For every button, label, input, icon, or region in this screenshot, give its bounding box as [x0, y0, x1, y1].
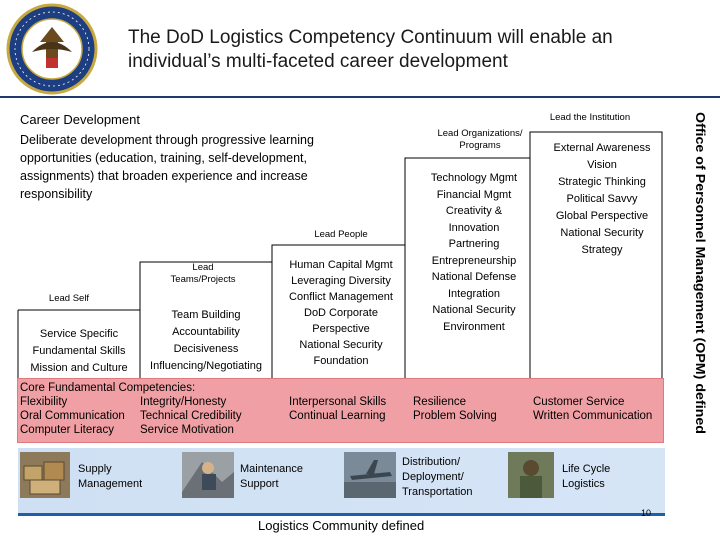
- column-lead-teams: Team Building Accountability Decisivenes…: [140, 307, 272, 375]
- body-line: opportunities (education, training, self…: [20, 151, 307, 165]
- core-item: Problem Solving: [413, 410, 497, 422]
- career-development-body: Deliberate development through progressi…: [20, 131, 370, 203]
- aircraft-photo-icon: [344, 452, 396, 498]
- label-line: Logistics: [562, 478, 605, 490]
- dod-seal-icon: [6, 3, 98, 95]
- body-line: Deliberate development through progressi…: [20, 133, 314, 147]
- core-item: Computer Literacy: [20, 424, 114, 436]
- level-lead-self: Lead Self: [48, 293, 90, 304]
- column-service-specific: Service Specific Fundamental Skills Miss…: [18, 326, 140, 377]
- competency-item: Team Building: [171, 309, 241, 321]
- core-item: Written Communication: [533, 410, 653, 422]
- core-column-a: Flexibility Oral Communication Computer …: [20, 395, 125, 437]
- level-lead-institution: Lead the Institution: [549, 112, 631, 123]
- competency-item: Environment: [443, 320, 505, 333]
- opm-label-text: Office of Personnel Management (OPM) def…: [693, 112, 706, 434]
- level-lead-people: Lead People: [314, 229, 368, 240]
- level-line: Programs: [459, 140, 501, 151]
- label-line: Supply: [78, 463, 112, 475]
- competency-item: Strategy: [581, 244, 623, 256]
- label-line: Transportation: [402, 486, 473, 498]
- competency-item: Integration: [448, 287, 500, 300]
- logistics-band: [18, 448, 665, 516]
- competency-item: Fundamental Skills: [32, 345, 126, 357]
- logistics-community-footer: Logistics Community defined: [258, 518, 425, 533]
- competency-item: National Security: [299, 339, 383, 351]
- competency-item: Entrepreneurship: [431, 254, 517, 267]
- competency-item: Leveraging Diversity: [291, 275, 391, 287]
- competency-item: External Awareness: [553, 142, 651, 154]
- opm-vertical-label: Office of Personnel Management (OPM) def…: [693, 112, 706, 434]
- competency-item: DoD Corporate: [304, 307, 378, 319]
- logistics-supply-label: Supply Management: [78, 462, 142, 492]
- label-line: Deployment/: [402, 471, 464, 483]
- competency-item: National Security: [432, 304, 516, 316]
- competency-item: Accountability: [172, 326, 240, 338]
- column-lead-people: Human Capital Mgmt Leveraging Diversity …: [272, 257, 410, 369]
- page-number: 10: [641, 508, 652, 518]
- core-item: Integrity/Honesty: [140, 396, 227, 408]
- competency-item: National Security: [560, 227, 644, 239]
- mechanic-photo-icon: [182, 452, 234, 498]
- competency-item: Innovation: [448, 221, 500, 234]
- level-line: Lead Organizations/: [437, 128, 523, 139]
- competency-item: Conflict Management: [289, 291, 393, 303]
- competency-item: Mission and Culture: [30, 362, 128, 374]
- level-line: Teams/Projects: [170, 274, 236, 285]
- body-line: responsibility: [20, 187, 93, 201]
- competency-item: Decisiveness: [173, 343, 239, 355]
- column-lead-institution: External Awareness Vision Strategic Thin…: [532, 140, 672, 259]
- page-title: The DoD Logistics Competency Continuum w…: [128, 26, 708, 74]
- career-development-title: Career Development: [20, 112, 140, 127]
- label-line: Life Cycle: [562, 463, 611, 475]
- competency-item: Partnering: [448, 238, 500, 250]
- level-line: Lead: [192, 262, 214, 273]
- competency-item: Human Capital Mgmt: [289, 259, 393, 271]
- core-column-e: Customer Service Written Communication: [533, 395, 652, 423]
- competency-item: Global Perspective: [555, 210, 649, 222]
- competency-item: Financial Mgmt: [436, 188, 512, 201]
- competency-item: National Defense: [431, 271, 517, 283]
- logistics-maintenance-label: Maintenance Support: [240, 462, 303, 492]
- core-item: Resilience: [413, 396, 467, 408]
- core-column-d: Resilience Problem Solving: [413, 395, 497, 423]
- label-line: Maintenance: [240, 463, 303, 475]
- core-heading: Core Fundamental Competencies:: [20, 382, 196, 394]
- logistics-distribution-label: Distribution/ Deployment/ Transportation: [402, 455, 473, 500]
- core-item: Service Motivation: [140, 424, 234, 436]
- competency-item: Influencing/Negotiating: [150, 360, 262, 372]
- level-lead-organizations: Lead Organizations/ Programs: [425, 128, 535, 152]
- label-line: Management: [78, 478, 143, 490]
- competency-item: Political Savvy: [566, 193, 638, 205]
- competency-item: Vision: [587, 159, 617, 171]
- competency-item: Technology Mgmt: [430, 172, 518, 184]
- core-column-b: Integrity/Honesty Technical Credibility …: [140, 395, 242, 437]
- competency-item: Creativity &: [445, 205, 503, 217]
- header-band: [0, 0, 720, 100]
- core-item: Continual Learning: [289, 410, 386, 422]
- level-lead-teams: Lead Teams/Projects: [158, 262, 248, 286]
- core-item: Oral Communication: [20, 410, 125, 422]
- logistics-lifecycle-label: Life Cycle Logistics: [562, 462, 610, 492]
- title-line: individual’s multi-faceted career develo…: [128, 51, 508, 72]
- core-column-c: Interpersonal Skills Continual Learning: [289, 395, 386, 423]
- label-line: Support: [240, 478, 279, 490]
- label-line: Distribution/: [402, 456, 461, 468]
- core-item: Flexibility: [20, 396, 68, 408]
- competency-item: Service Specific: [39, 328, 119, 340]
- core-item: Interpersonal Skills: [289, 396, 387, 408]
- competency-item: Strategic Thinking: [558, 176, 646, 188]
- boxes-photo-icon: [20, 452, 70, 498]
- core-competencies-band: [17, 378, 664, 443]
- competency-item: Foundation: [313, 355, 369, 367]
- body-line: assignments) that broaden experience and…: [20, 169, 308, 183]
- competency-item: Perspective: [312, 323, 370, 335]
- title-line: The DoD Logistics Competency Continuum w…: [128, 27, 613, 48]
- soldier-photo-icon: [508, 452, 554, 498]
- column-lead-organizations: Technology Mgmt Financial Mgmt Creativit…: [405, 170, 543, 335]
- core-item: Customer Service: [533, 396, 625, 408]
- header-divider: [0, 96, 720, 98]
- core-item: Technical Credibility: [140, 410, 242, 422]
